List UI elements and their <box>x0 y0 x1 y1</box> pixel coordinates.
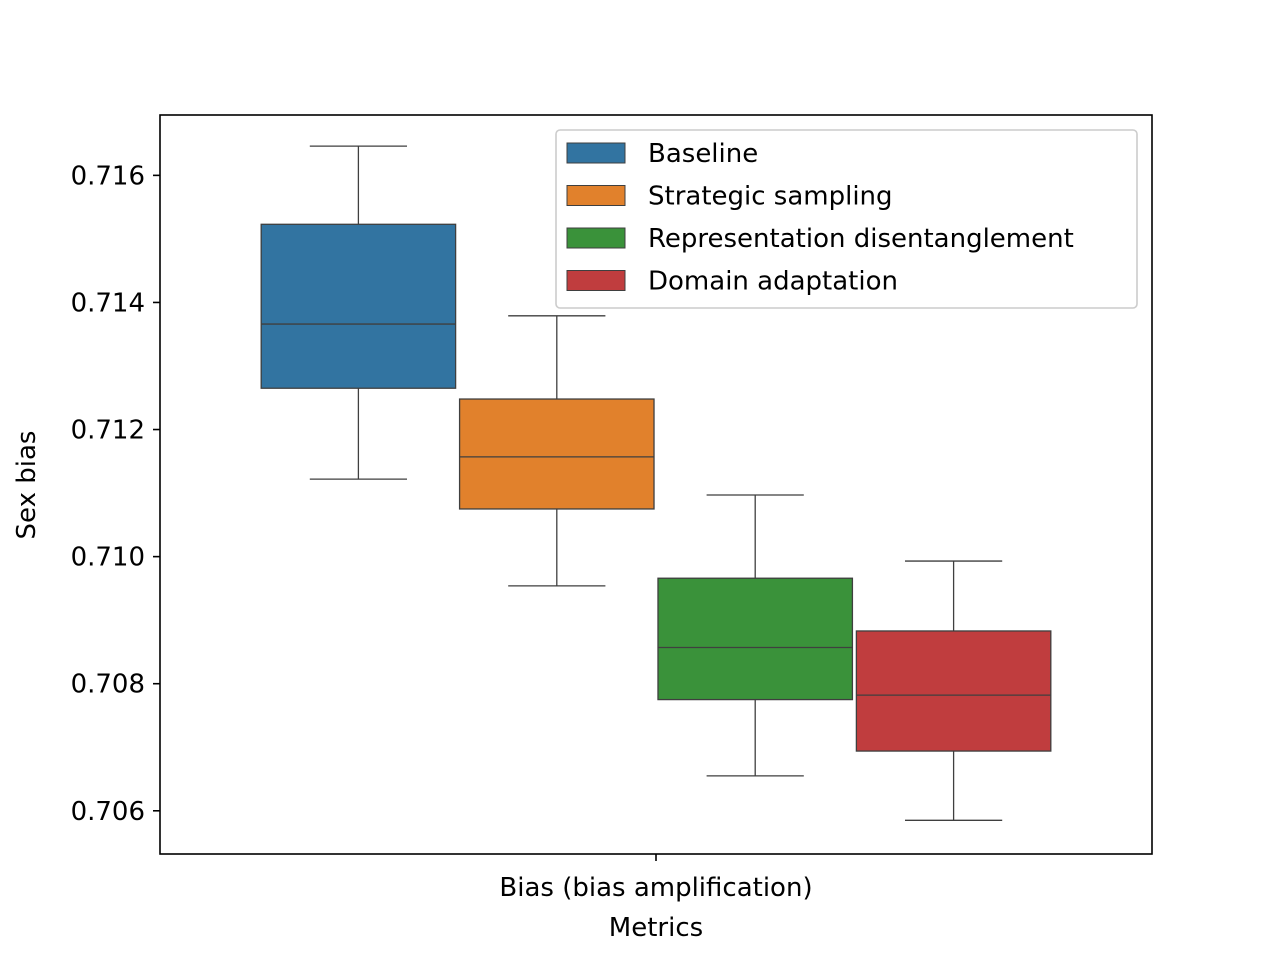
legend-label: Domain adaptation <box>648 267 898 297</box>
iqr-box <box>458 398 655 510</box>
y-tick-label: 0.716 <box>71 161 145 191</box>
y-tick-label: 0.710 <box>71 543 145 573</box>
legend-swatch <box>566 142 626 164</box>
y-tick-label: 0.708 <box>71 670 145 700</box>
y-axis: 0.706 0.708 0.710 0.712 0.714 0.716 <box>71 161 160 827</box>
box-baseline <box>260 145 457 480</box>
y-axis-label: Sex bias <box>12 431 42 540</box>
legend-frame <box>555 129 1138 309</box>
y-tick-label: 0.706 <box>71 797 145 827</box>
x-tick-label: Bias (bias amplification) <box>499 873 812 903</box>
y-tick-label: 0.712 <box>71 416 145 446</box>
legend-swatch <box>566 185 626 206</box>
legend-label: Baseline <box>648 139 758 169</box>
y-tick-label: 0.714 <box>71 288 145 318</box>
box-strategic-sampling <box>458 315 655 587</box>
legend-label: Strategic sampling <box>648 182 893 212</box>
legend-swatch <box>566 227 626 249</box>
plot-area <box>260 145 1052 821</box>
plot-frame <box>159 114 1153 855</box>
box-domain-adaptation <box>855 560 1052 821</box>
x-axis: Bias (bias amplification) <box>499 854 813 903</box>
iqr-box <box>260 223 457 389</box>
legend-swatch <box>566 270 626 291</box>
iqr-box <box>657 577 854 701</box>
x-axis-label: Metrics <box>609 913 703 943</box>
legend-label: Representation disentanglement <box>648 224 1074 254</box>
box-representation-disentanglement <box>657 494 854 777</box>
iqr-box <box>855 630 1052 752</box>
